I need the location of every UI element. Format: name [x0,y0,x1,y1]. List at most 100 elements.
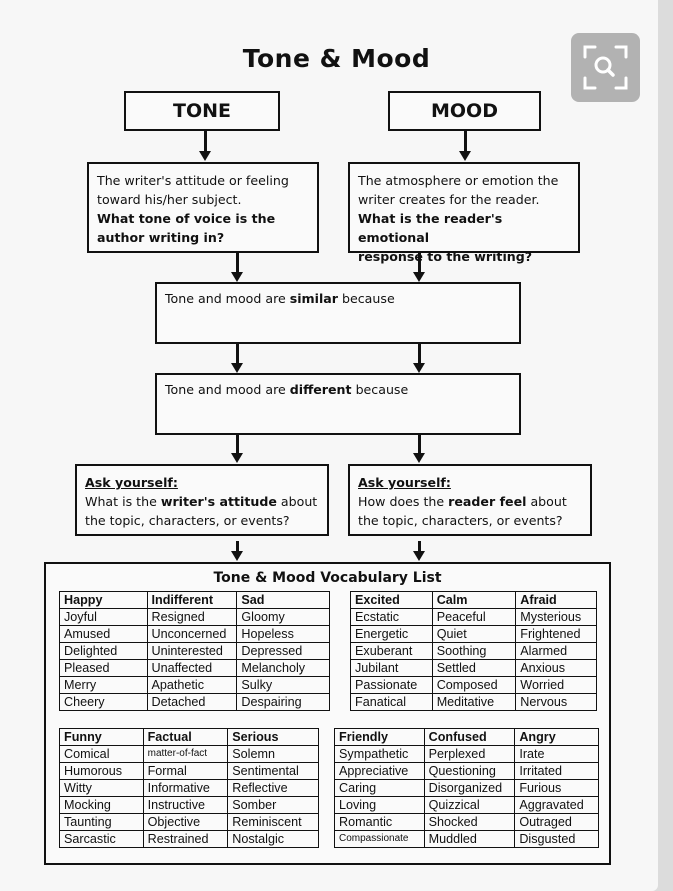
vocab-word: Alarmed [515,642,597,660]
tone-question-line: What tone of voice is the [97,211,276,226]
vocab-column-header: Friendly [334,728,425,746]
vocab-column-header: Excited [350,591,433,609]
vocab-word: Resigned [146,608,238,626]
vocab-word: Unaffected [146,659,238,677]
vocab-word: Apathetic [146,676,238,694]
vocab-word: Worried [515,676,597,694]
ask-tone-line2: the topic, characters, or events? [85,513,290,528]
mood-definition-line: The atmosphere or emotion the [358,173,559,188]
vocab-word: Informative [142,779,229,797]
tone-question-line: author writing in? [97,230,225,245]
different-text-end: because [351,382,409,397]
worksheet-page: Tone & Mood TONE MOOD The writer's attit… [0,0,658,891]
vocab-word: Appreciative [334,762,425,780]
vocab-word: Despairing [236,693,330,711]
vocab-word: Reflective [227,779,319,797]
different-box: Tone and mood are different because [155,373,521,435]
vocab-word: Furious [514,779,599,797]
vocab-word: Objective [142,813,229,831]
vocab-column-header: Factual [142,728,229,746]
ask-mood-text-end: about [526,494,567,509]
vocab-word: Energetic [350,625,433,643]
vocab-word: Sarcastic [59,830,144,848]
vocab-column-header: Serious [227,728,319,746]
vocab-column-header: Sad [236,591,330,609]
vocab-word: Reminiscent [227,813,319,831]
vocab-column-header: Happy [59,591,148,609]
mood-header-box: MOOD [388,91,541,131]
arrow-down-icon [413,253,425,282]
vocab-word: Loving [334,796,425,814]
vocab-word: Unconcerned [146,625,238,643]
vocab-word: Meditative [431,693,517,711]
arrow-down-icon [413,435,425,463]
vocabulary-list-title: Tone & Mood Vocabulary List [213,570,442,586]
arrow-down-icon [413,344,425,373]
visual-search-button[interactable] [571,33,640,102]
tone-definition-box: The writer's attitude or feeling toward … [87,162,319,253]
vocab-word: Passionate [350,676,433,694]
vocab-word: Settled [431,659,517,677]
vocab-word: Detached [146,693,238,711]
ask-tone-label: Ask yourself: [85,475,178,490]
vocab-word: Depressed [236,642,330,660]
vocab-word: Frightened [515,625,597,643]
vocab-word: Nervous [515,693,597,711]
arrow-down-icon [231,344,243,373]
vocab-word: Mocking [59,796,144,814]
mood-question-line: What is the reader's emotional [358,211,503,245]
vocab-word: Nostalgic [227,830,319,848]
vocab-column-header: Calm [431,591,517,609]
vocab-word: Sympathetic [334,745,425,763]
tone-definition-line: The writer's attitude or feeling [97,173,289,188]
vocab-word: Hopeless [236,625,330,643]
vocab-word: Quiet [431,625,517,643]
tone-header: TONE [173,100,231,122]
arrow-down-icon [231,435,243,463]
vocab-word: Amused [59,625,148,643]
vocab-word: Witty [59,779,144,797]
vocab-word: Quizzical [423,796,516,814]
vocab-word: Exuberant [350,642,433,660]
vocab-word: Disorganized [423,779,516,797]
vocab-word: Aggravated [514,796,599,814]
vocab-word: Anxious [515,659,597,677]
vocab-word: Sentimental [227,762,319,780]
vocab-word: Instructive [142,796,229,814]
arrow-down-icon [459,131,471,161]
search-icon [583,45,628,90]
vocab-word: Soothing [431,642,517,660]
vocab-word: Compassionate [334,830,425,848]
vocab-word: Cheery [59,693,148,711]
tone-header-box: TONE [124,91,280,131]
different-text: Tone and mood are [165,382,290,397]
arrow-down-icon [231,541,243,561]
vocab-word: Humorous [59,762,144,780]
vocab-word: Pleased [59,659,148,677]
vocab-word: Delighted [59,642,148,660]
vocab-word: Irate [514,745,599,763]
ask-tone-keyword: writer's attitude [160,494,277,509]
vocab-word: Disgusted [514,830,599,848]
vocab-word: Solemn [227,745,319,763]
ask-tone-text-end: about [276,494,318,509]
similar-box: Tone and mood are similar because [155,282,521,344]
vocab-word: Formal [142,762,229,780]
vocab-word: Shocked [423,813,516,831]
